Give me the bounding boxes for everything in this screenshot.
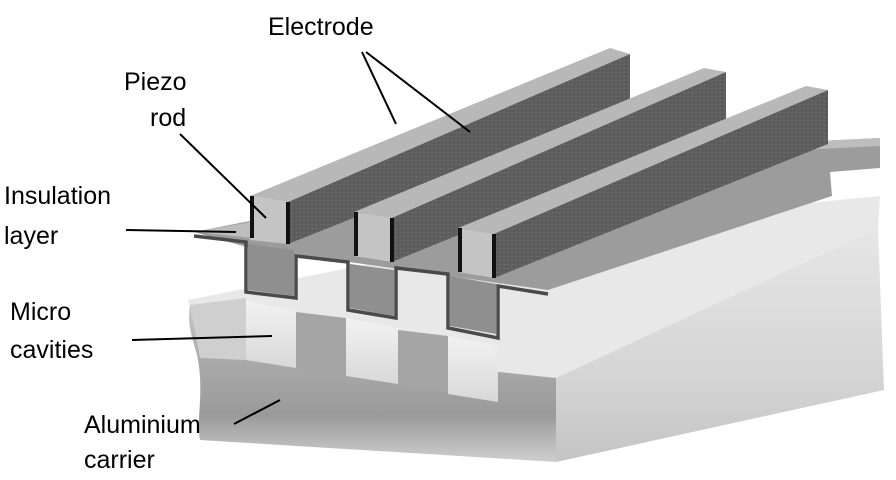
- electrode-leader-left: [361, 51, 397, 125]
- label-piezo-line1: Piezo: [124, 68, 187, 96]
- label-micro-line2: cavities: [10, 336, 94, 364]
- electrode-2: [392, 72, 726, 262]
- insulation-channel-2: [350, 264, 394, 316]
- electrode-leader-right: [365, 51, 471, 133]
- insulation-channel-1: [248, 244, 294, 296]
- carrier-front-top: [190, 298, 246, 360]
- cavity-1-floor: [296, 312, 346, 374]
- piezo-rod-1: [250, 48, 630, 244]
- label-piezo-line2: rod: [150, 104, 187, 132]
- label-insulation-line1: Insulation: [4, 182, 112, 210]
- cavity-2: [346, 318, 398, 384]
- leader-lines: [125, 51, 471, 425]
- rod-2-top: [354, 68, 726, 218]
- carrier-side-face: [556, 228, 884, 462]
- electrode-1: [288, 54, 630, 244]
- rod-1-top: [250, 48, 630, 202]
- label-aluminium-line1: Aluminium: [84, 411, 201, 439]
- insulation-profile: [193, 234, 549, 341]
- cavity-1: [246, 300, 296, 368]
- carrier-front-face: [189, 305, 557, 462]
- micro-cavities: [246, 300, 498, 402]
- electrode-3: [494, 90, 828, 278]
- cavity-2-floor: [398, 330, 448, 392]
- micro-leader: [131, 335, 273, 341]
- label-insulation-line2: layer: [4, 222, 59, 250]
- rod-1-front-light: [250, 196, 288, 244]
- cavity-3: [448, 336, 498, 402]
- rod-3-top: [458, 86, 828, 234]
- insulation-channel-3: [450, 276, 496, 334]
- label-aluminium-line2: carrier: [84, 446, 155, 474]
- insulation-leader: [125, 229, 237, 233]
- piezo-rod-3: [458, 86, 828, 278]
- aluminium-leader: [233, 399, 281, 425]
- piezo-rod-2: [354, 68, 726, 262]
- rod-2-front-light: [354, 212, 392, 262]
- label-electrode: Electrode: [268, 13, 374, 41]
- piezo-leader: [179, 133, 267, 219]
- rod-3-front-light: [458, 228, 494, 278]
- label-micro-line1: Micro: [10, 298, 72, 326]
